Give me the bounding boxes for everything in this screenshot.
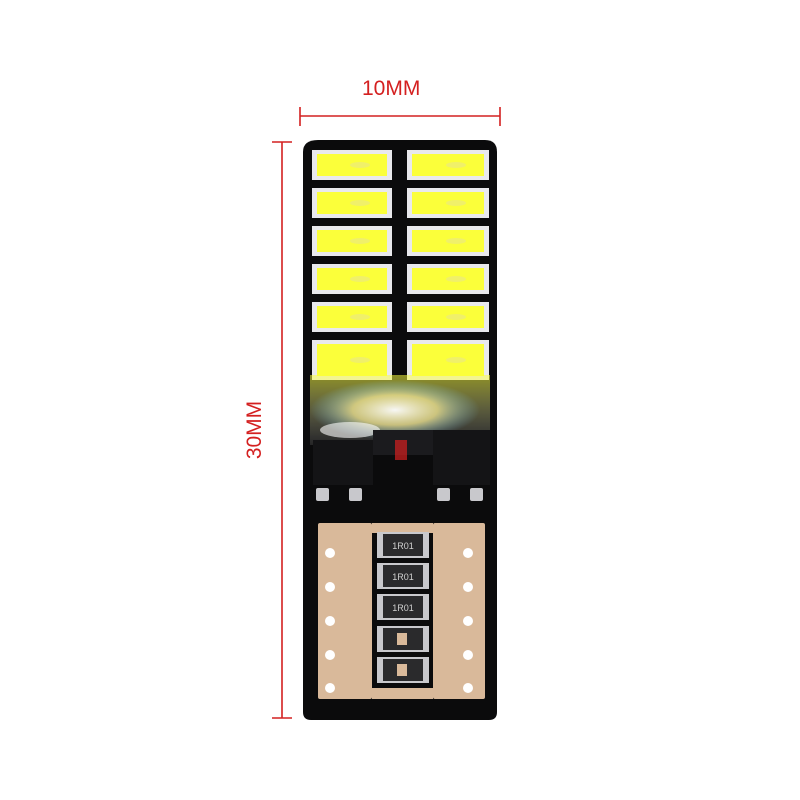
copper-contact-left [318, 523, 372, 699]
led-chip-right-3 [407, 226, 489, 256]
led-chip-left-5 [312, 302, 392, 332]
width-dimension-line [299, 107, 501, 126]
contact-vias-right [463, 548, 473, 693]
solder-pads [316, 488, 483, 501]
resistor-code-2: 1R01 [392, 572, 414, 582]
copper-contact-bridge [372, 523, 433, 533]
diode-1 [377, 626, 429, 652]
led-column-left [312, 150, 392, 380]
resistor-3: 1R01 [377, 594, 429, 620]
led-chip-left-3 [312, 226, 392, 256]
width-dimension-label: 10MM [362, 77, 421, 100]
led-column-right [407, 150, 489, 380]
resistor-code-1: 1R01 [392, 541, 414, 551]
led-chip-right-4 [407, 264, 489, 294]
led-chip-right-5 [407, 302, 489, 332]
led-chip-right-2 [407, 188, 489, 218]
resistor-2: 1R01 [377, 563, 429, 589]
driver-ics [313, 430, 490, 485]
led-chip-left-2 [312, 188, 392, 218]
resistor-code-3: 1R01 [392, 603, 414, 613]
height-dimension-line [272, 141, 292, 719]
resistor-1: 1R01 [377, 532, 429, 558]
led-chip-right-1 [407, 150, 489, 180]
copper-contact-right [433, 523, 485, 699]
led-chip-left-4 [312, 264, 392, 294]
led-chip-left-1 [312, 150, 392, 180]
contact-vias-left [325, 548, 335, 693]
copper-contact-bottom [372, 688, 433, 699]
smd-components: 1R01 1R01 1R01 [377, 532, 429, 683]
led-chip-right-6 [407, 340, 489, 380]
diode-2 [377, 657, 429, 683]
led-chip-left-6 [312, 340, 392, 380]
